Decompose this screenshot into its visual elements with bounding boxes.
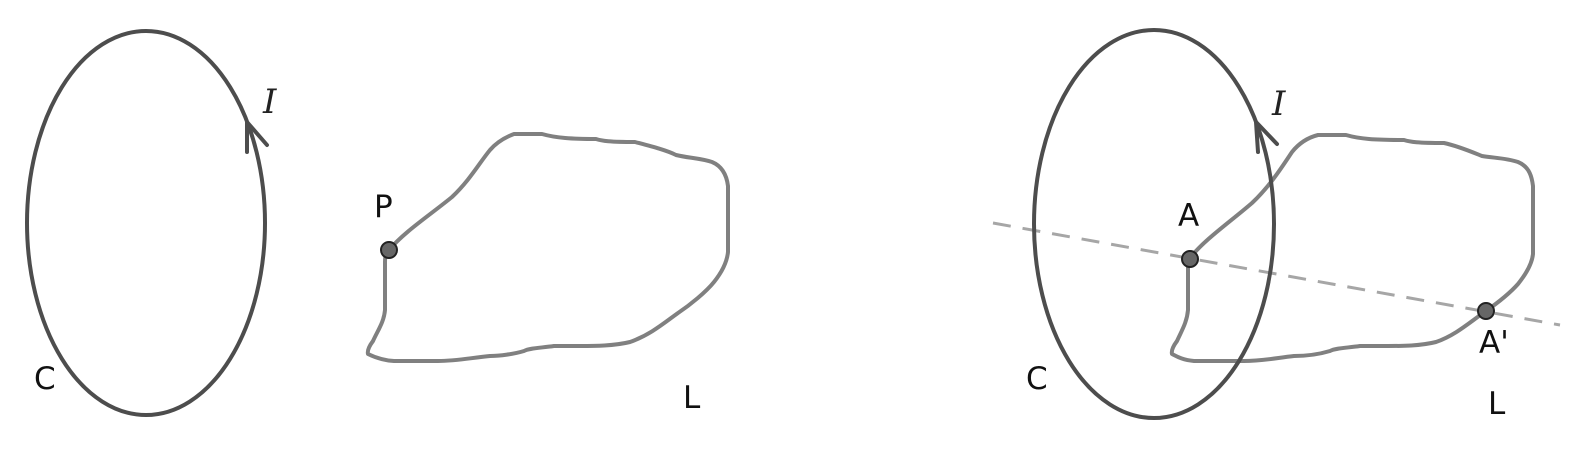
left-current-direction-arrow: [245, 120, 269, 154]
left-panel: I C P L: [25, 29, 730, 417]
left-point-p: [380, 241, 398, 259]
right-current-direction-arrow: [1254, 120, 1279, 154]
right-circuit-label: C: [1026, 361, 1048, 397]
right-point-a-prime-label: A': [1479, 325, 1509, 361]
dashed-line-through-a-and-a-prime: [992, 221, 1561, 327]
left-circuit-label: C: [34, 361, 56, 397]
right-current-label: I: [1271, 84, 1286, 124]
left-current-label: I: [262, 82, 277, 122]
left-closed-loop-path: [365, 132, 730, 363]
right-closed-loop-path: [1169, 133, 1535, 363]
right-point-a-label: A: [1178, 198, 1199, 234]
right-point-a-prime: [1477, 302, 1495, 320]
right-panel: I C A A' L: [992, 28, 1561, 422]
left-current-loop-circuit: [25, 29, 267, 417]
right-point-a: [1181, 250, 1199, 268]
left-loop-label: L: [683, 380, 701, 416]
right-loop-label: L: [1488, 386, 1506, 422]
right-current-loop-circuit: [1032, 28, 1276, 420]
left-point-p-label: P: [374, 189, 393, 225]
